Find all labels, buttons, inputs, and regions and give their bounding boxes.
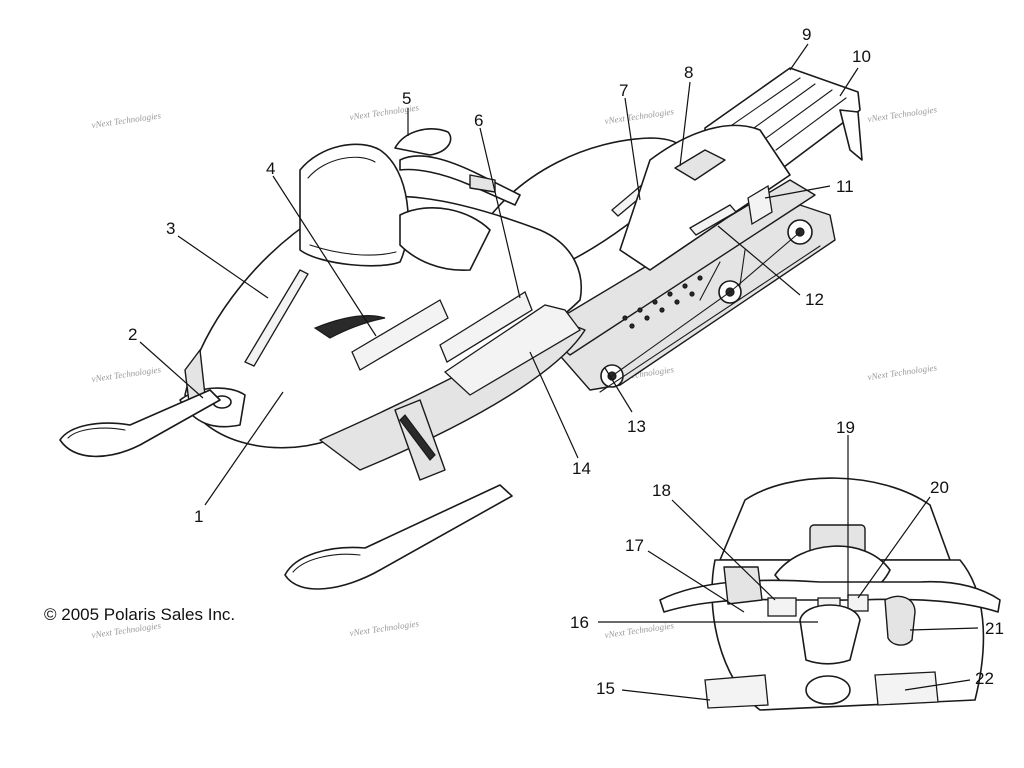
leader-13 (604, 367, 633, 413)
inset-side-panel-right (874, 671, 939, 706)
inset-decal-right (847, 594, 869, 612)
watermark: vNext Technologies (867, 362, 938, 382)
leader-10 (839, 67, 859, 97)
callout-22: 22 (975, 669, 994, 688)
callout-17: 17 (625, 536, 644, 555)
callout-20: 20 (930, 478, 949, 497)
leader-20 (857, 496, 931, 599)
inset-left-grip-switch (723, 566, 763, 605)
callout-1: 1 (194, 507, 203, 526)
leader-15 (621, 689, 711, 701)
callout-5: 5 (402, 89, 411, 108)
callout-16: 16 (570, 613, 589, 632)
rear-rack-bars (721, 77, 847, 151)
leader-21 (909, 627, 979, 631)
snowmobile-illustration (59, 67, 863, 590)
hood-accent-stripe (313, 315, 386, 339)
leader-4 (272, 175, 377, 337)
callout-19: 19 (836, 418, 855, 437)
callout-10: 10 (852, 47, 871, 66)
callout-3: 3 (166, 219, 175, 238)
leader-22 (904, 679, 971, 691)
inset-center-console (799, 604, 861, 665)
leader-6 (479, 127, 521, 299)
mirror-right (394, 128, 452, 156)
watermark: vNext Technologies (604, 106, 675, 126)
callout-21: 21 (985, 619, 1004, 638)
handlebar (399, 155, 521, 206)
leader-9 (789, 43, 809, 71)
inset-key-switch (805, 675, 851, 705)
rear-reflector (747, 184, 773, 226)
copyright-notice: © 2005 Polaris Sales Inc. (44, 605, 235, 624)
rear-flap (839, 109, 863, 161)
inset-windshield (719, 477, 951, 561)
callout-18: 18 (652, 481, 671, 500)
callout-6: 6 (474, 111, 483, 130)
callout-14: 14 (572, 459, 591, 478)
callout-15: 15 (596, 679, 615, 698)
callout-2: 2 (128, 325, 137, 344)
taillight-housing (674, 149, 726, 181)
ski-left-loop (67, 427, 126, 439)
leader-lines (139, 43, 979, 701)
callout-labels: 1 2 3 4 5 6 7 8 9 10 11 12 13 14 15 16 1… (128, 25, 1004, 698)
leader-7 (624, 97, 641, 201)
callout-4: 4 (266, 159, 275, 178)
tunnel-vent-dots (622, 275, 703, 329)
watermark: vNext Technologies (91, 364, 162, 384)
hood (184, 195, 582, 449)
rear-side-decal (688, 204, 738, 236)
leader-14 (529, 351, 579, 459)
watermark: vNext Technologies (604, 620, 675, 640)
rear-body (619, 124, 791, 271)
inset-right-grip (884, 595, 916, 646)
suspension-arm (699, 249, 746, 301)
spring-right (399, 414, 436, 461)
leader-2 (139, 341, 204, 399)
handlebar-inset (659, 477, 1001, 711)
ski-right-loop (292, 553, 361, 573)
hood-decal-right (443, 304, 581, 396)
suspension-rail (599, 231, 821, 393)
callout-8: 8 (684, 63, 693, 82)
leader-8 (679, 81, 691, 167)
console (399, 207, 491, 271)
leader-3 (177, 235, 269, 299)
hood-decal-left (351, 299, 449, 371)
watermark: vNext Technologies (349, 618, 420, 638)
leader-12 (717, 225, 801, 296)
ski-left (59, 389, 221, 458)
leader-11 (764, 185, 831, 199)
inset-decal-left (767, 597, 797, 617)
ski-right (284, 484, 513, 590)
watermark: vNext Technologies (91, 110, 162, 130)
leader-18 (671, 499, 776, 601)
hood-decal-center (439, 291, 533, 363)
leader-1 (204, 391, 284, 506)
callout-9: 9 (802, 25, 811, 44)
callout-11: 11 (836, 177, 854, 196)
callout-13: 13 (627, 417, 646, 436)
hood-decal-top (244, 269, 309, 367)
callout-7: 7 (619, 81, 628, 100)
windshield (299, 143, 409, 267)
inset-side-panel-left (704, 674, 769, 709)
watermark: vNext Technologies (867, 104, 938, 124)
leader-17 (647, 550, 745, 613)
callout-12: 12 (805, 290, 824, 309)
